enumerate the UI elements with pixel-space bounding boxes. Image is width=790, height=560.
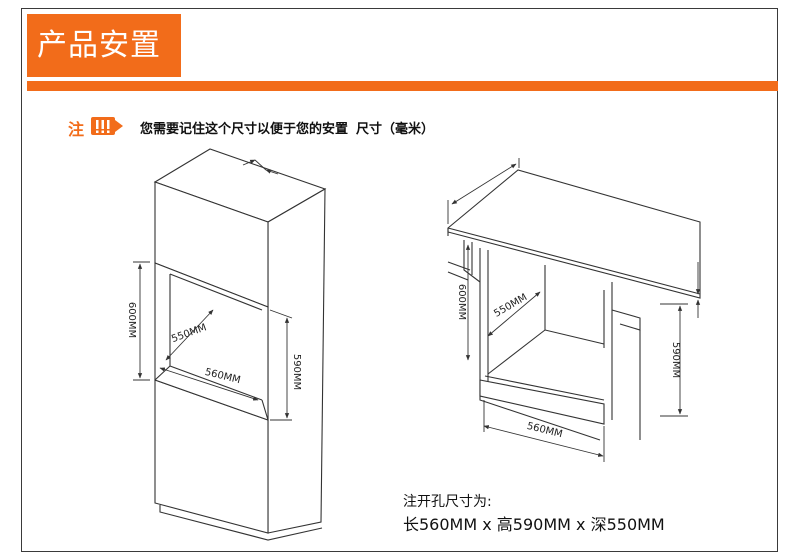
cutout-label: 注开孔尺寸为: bbox=[403, 494, 492, 510]
note-unit: 尺寸（毫米） bbox=[356, 122, 435, 137]
right-width-label: 560MM bbox=[526, 421, 564, 440]
right-inner-height-label: 590MM bbox=[670, 342, 681, 378]
right-dimensions bbox=[447, 158, 701, 462]
cutout-dimensions: 长560MM x 高590MM x 深550MM bbox=[403, 515, 665, 534]
note-text: 您需要记住这个尺寸以便于您的安置尺寸（毫米） bbox=[140, 118, 434, 137]
left-inner-height-label: 590MM bbox=[291, 354, 302, 390]
note-label: 注 bbox=[68, 120, 85, 139]
right-cabinet bbox=[447, 169, 701, 441]
page-border bbox=[21, 8, 778, 552]
header-rule bbox=[27, 81, 778, 91]
right-height-label: 600MM bbox=[456, 284, 467, 320]
note-message: 您需要记住这个尺寸以便于您的安置 bbox=[140, 122, 349, 137]
page-title: 产品安置 bbox=[37, 28, 161, 63]
left-height-label: 600MM bbox=[126, 302, 137, 338]
title-banner bbox=[27, 14, 181, 77]
exclamation-icon bbox=[91, 117, 123, 135]
left-dimensions bbox=[133, 159, 293, 421]
